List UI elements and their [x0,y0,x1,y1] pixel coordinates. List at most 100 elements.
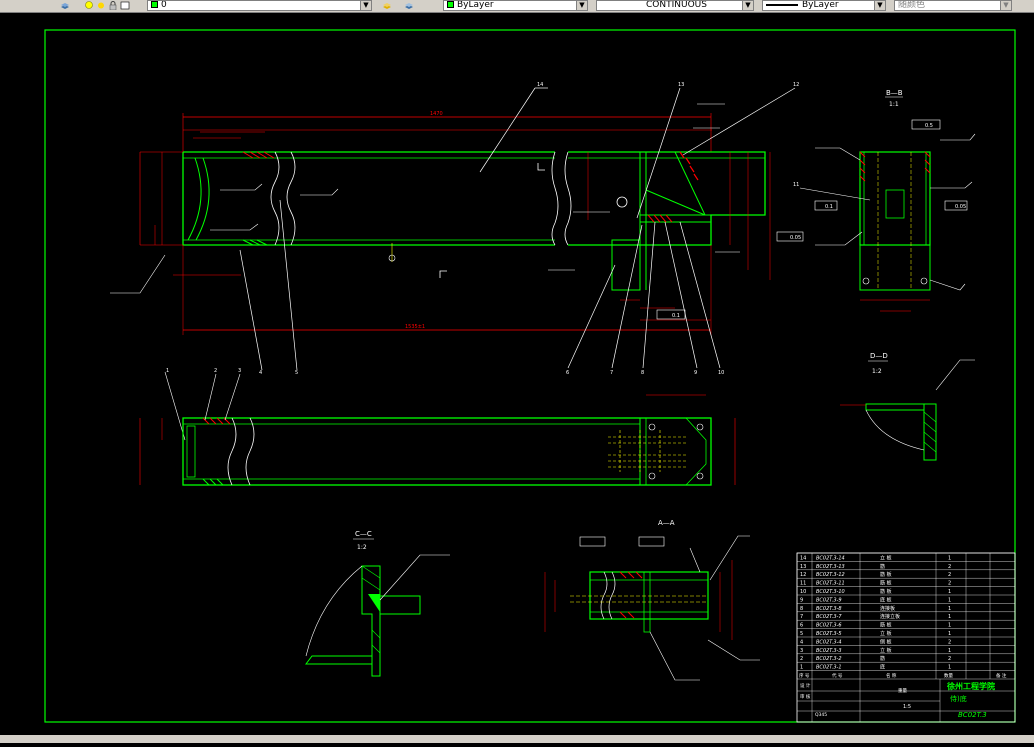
callout-1: 1 [166,368,169,374]
parts-row-code: BC02T.3-12 [816,572,845,578]
section-bb-scale: 1:1 [889,101,899,108]
parts-row-code: BC02T.3-11 [816,581,845,587]
callout-4: 4 [259,370,262,376]
chevron-down-icon[interactable]: ▼ [874,1,885,10]
color-control-value: ByLayer [457,0,494,10]
chevron-down-icon[interactable]: ▼ [742,1,753,10]
parts-row-no: 14 [800,555,806,561]
section-cc-scale: 1:2 [357,544,367,551]
parts-row-qty: 1 [948,631,951,637]
header-note: 备 注 [996,672,1007,679]
linetype-control-value: CONTINUOUS [646,0,707,10]
section-bb-title: B—B [886,89,903,97]
material: Q345 [815,712,827,718]
layer-dropdown[interactable]: 0 ▼ [147,0,372,11]
layer-name: 0 [161,0,167,10]
layer-color-icon[interactable] [120,1,130,10]
layer-manager-icon[interactable] [60,1,70,10]
tol-frame-1: 0.05 [790,235,801,241]
parts-row-name: 底 板 [880,596,892,603]
lightbulb-icon[interactable] [84,1,94,10]
section-dd-scale: 1:2 [872,368,882,375]
layer-previous-icon[interactable] [404,1,414,10]
parts-row-qty: 1 [948,623,951,629]
parts-row-name: 连接板 [880,605,895,612]
parts-row-no: 5 [800,631,803,637]
plotstyle-control-value: 随颜色 [898,0,926,10]
parts-row-code: BC02T.3-2 [816,656,842,662]
chevron-down-icon[interactable]: ▼ [360,1,371,10]
top-view: 1 2 3 [139,368,736,486]
dim-top-length: 1470 [430,111,443,117]
header-code: 代 号 [832,672,843,679]
parts-row-no: 2 [800,656,803,662]
make-current-icon[interactable] [382,1,392,10]
parts-row-qty: 2 [948,581,951,587]
school-name: 徐州工程学院 [946,681,995,691]
parts-row-code: BC02T.3-6 [816,623,842,629]
drawing-number: BC02T.3 [958,711,987,719]
parts-row-name: 立 板 [880,630,892,637]
parts-row-name: 侧 板 [880,638,892,645]
parts-row-no: 3 [800,648,803,654]
part-name: 侍)底 [950,694,967,703]
parts-row-no: 12 [800,572,806,578]
parts-row-name: 立 板 [880,554,892,561]
parts-row-no: 7 [800,614,803,620]
parts-row-no: 9 [800,597,803,603]
lineweight-control-value: ByLayer [802,0,839,10]
parts-row-name: 筋 板 [880,588,892,595]
linetype-dropdown[interactable]: CONTINUOUS ▼ [596,0,754,11]
plotstyle-dropdown[interactable]: 随颜色 ▼ [894,0,1012,11]
horizontal-scrollbar[interactable] [0,735,1034,743]
front-view: 1470 [110,82,804,441]
parts-row-qty: 1 [948,597,951,603]
lineweight-sample [766,3,798,6]
callout-7: 7 [610,370,613,376]
sun-icon[interactable] [96,1,106,10]
parts-row-code: BC02T.3-8 [816,606,842,612]
section-cc-title: C—C [355,530,372,538]
header-name: 名 称 [886,672,897,679]
section-bb: B—B 1:1 0.5 0.1 0.05 11 [793,89,976,312]
parts-row-qty: 2 [948,656,951,662]
parts-row-code: BC02T.3-3 [816,648,842,654]
section-dd-title: D—D [870,352,888,360]
parts-row-code: BC02T.3-9 [816,597,842,603]
callout-13: 13 [678,82,684,88]
parts-row-name: 底 [880,664,885,671]
lineweight-dropdown[interactable]: ByLayer ▼ [762,0,886,11]
parts-row-qty: 1 [948,589,951,595]
parts-row-code: BC02T.3-13 [816,564,845,570]
tol-frame-2: 0.1 [672,313,680,319]
callout-8: 8 [641,370,644,376]
callout-2: 2 [214,368,217,374]
layer-swatch-icon [151,1,158,8]
chevron-down-icon[interactable]: ▼ [576,1,587,10]
header-no: 序 号 [799,672,810,679]
drawing-canvas[interactable]: 1470 [0,13,1034,743]
color-dropdown[interactable]: ByLayer ▼ [443,0,588,11]
dim-overall-length: 1535±1 [405,324,425,330]
callout-6: 6 [566,370,569,376]
callout-5: 5 [295,370,298,376]
properties-toolbar: 0 ▼ ByLayer ▼ CONTINUOUS ▼ ByLayer ▼ 随颜色… [0,0,1034,13]
parts-row-no: 1 [800,665,803,671]
parts-row-no: 8 [800,606,803,612]
chevron-down-icon[interactable]: ▼ [1000,1,1011,10]
callout-14: 14 [537,82,543,88]
lock-icon[interactable] [108,1,118,11]
parts-row-no: 6 [800,623,803,629]
parts-row-qty: 1 [948,648,951,654]
label-design: 设 计 [800,682,811,689]
section-dd: D—D 1:2 [840,352,975,461]
parts-row-name: 连接立板 [880,613,900,620]
callout-3: 3 [238,368,241,374]
parts-row-qty: 1 [948,606,951,612]
scale-value: 1:5 [903,704,911,710]
parts-row-no: 10 [800,589,806,595]
parts-row-name: 筋 板 [880,622,892,629]
hole-circle [616,196,628,208]
section-aa: A—A [544,519,760,681]
